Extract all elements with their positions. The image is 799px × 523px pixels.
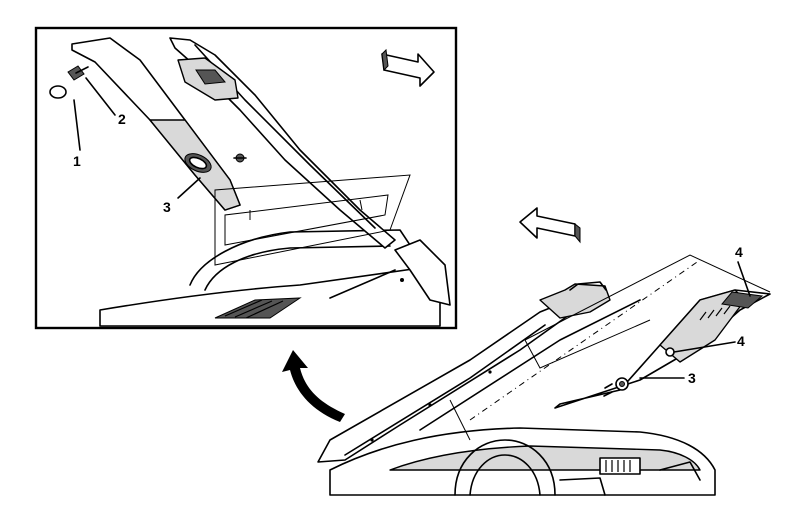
- inset-defroster-vent: [214, 297, 302, 319]
- leader-4a: [737, 261, 751, 297]
- push-pin-icon: [67, 65, 89, 81]
- callout-4-top: 4: [735, 244, 743, 260]
- direction-arrow-left-icon: [519, 207, 581, 244]
- leader-2: [85, 77, 116, 116]
- callout-1: 1: [73, 153, 81, 169]
- callout-3-main: 3: [688, 370, 696, 386]
- leader-3: [177, 177, 201, 199]
- leader-4b: [673, 341, 736, 353]
- cap-icon: [49, 85, 67, 99]
- inset-detail: [34, 26, 458, 330]
- defroster-grille: [699, 291, 764, 321]
- bolt-icon: [233, 153, 247, 163]
- curved-arrow-icon: [282, 350, 345, 422]
- direction-arrow-right-icon: [381, 48, 435, 87]
- callout-4-lower: 4: [737, 333, 745, 349]
- upper-pillar-bracket: [539, 283, 611, 319]
- callout-3: 3: [163, 199, 171, 215]
- dash-vent: [599, 457, 641, 475]
- fastener-icon: [603, 377, 629, 397]
- main-view: [317, 254, 771, 496]
- leader-1: [73, 99, 81, 151]
- steering-wheel: [454, 439, 556, 496]
- inset-pillar-base: [394, 239, 451, 306]
- callout-2: 2: [118, 111, 126, 127]
- retainer-clip-icon: [665, 347, 675, 357]
